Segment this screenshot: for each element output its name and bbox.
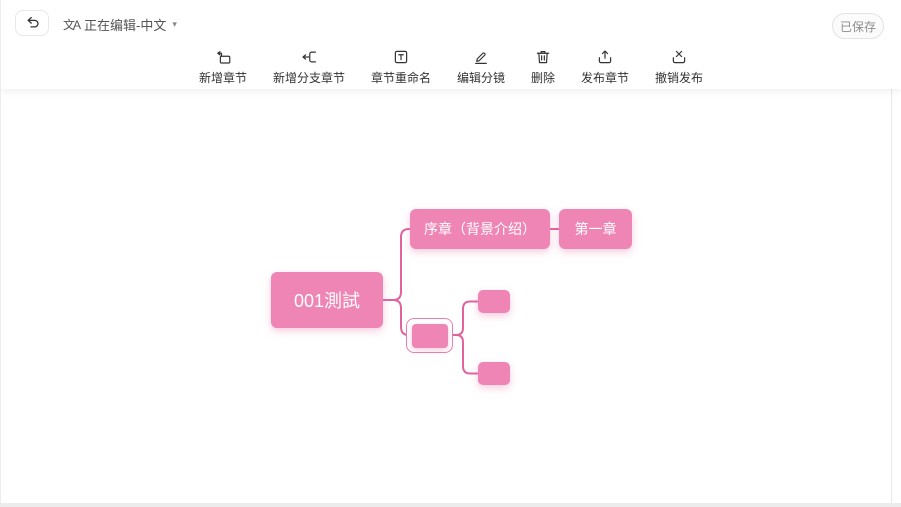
toolbar-item-add-branch-chapter[interactable]: 新增分支章节 (273, 48, 345, 86)
toolbar-item-edit-storyboard[interactable]: 编辑分镜 (457, 48, 505, 86)
toolbar-label: 章节重命名 (370, 71, 431, 85)
edit-storyboard-icon (472, 48, 490, 66)
toolbar-label: 编辑分镜 (456, 71, 505, 85)
mindmap-node-empty-body (411, 323, 448, 348)
add-chapter-icon (214, 48, 232, 66)
mindmap-node-child2[interactable] (478, 362, 510, 385)
toolbar-item-rename-chapter[interactable]: 章节重命名 (371, 48, 431, 86)
toolbar-item-publish-chapter[interactable]: 发布章节 (581, 48, 629, 86)
toolbar-item-unpublish[interactable]: 撤销发布 (655, 48, 703, 86)
mindmap-node-empty-selected[interactable] (406, 318, 453, 353)
translate-icon: 文A (63, 17, 81, 32)
language-selector[interactable]: 文A 正在编辑-中文 ▾ (63, 14, 177, 34)
canvas-right-border (891, 89, 892, 507)
edge-empty-to-child1 (452, 300, 479, 336)
mindmap-node-root[interactable]: 001測試 (271, 272, 383, 328)
editing-language-label: 正在编辑-中文 (84, 17, 167, 33)
saved-button[interactable]: 已保存 (832, 13, 884, 39)
undo-icon (25, 15, 40, 31)
toolbar-item-delete[interactable]: 删除 (531, 48, 555, 86)
mindmap-connectors (382, 228, 560, 375)
delete-icon (534, 48, 552, 66)
unpublish-icon (670, 48, 688, 66)
header: 文A 正在编辑-中文 ▾ 已保存 新增章节 (1, 0, 901, 89)
mindmap-node-chapter1[interactable]: 第一章 (559, 209, 632, 249)
edge-empty-to-child2 (452, 334, 479, 375)
rename-chapter-icon (392, 48, 410, 66)
toolbar-item-add-chapter[interactable]: 新增章节 (199, 48, 247, 86)
toolbar-label: 新增章节 (198, 71, 247, 85)
toolbar-label: 新增分支章节 (272, 71, 345, 85)
back-button[interactable] (15, 10, 49, 36)
toolbar-label: 发布章节 (581, 71, 630, 85)
toolbar-label: 撤销发布 (655, 71, 704, 85)
mindmap-canvas[interactable]: 001測試 序章（背景介绍） 第一章 (1, 89, 901, 507)
mindmap-node-child1[interactable] (478, 290, 510, 313)
toolbar: 新增章节 新增分支章节 (1, 48, 901, 86)
horizontal-scrollbar[interactable] (1, 503, 901, 507)
mindmap-node-prologue[interactable]: 序章（背景介绍） (410, 209, 550, 249)
add-branch-chapter-icon (300, 48, 318, 66)
edge-root-to-prologue (382, 228, 411, 301)
toolbar-label: 删除 (531, 71, 556, 85)
publish-chapter-icon (596, 48, 614, 66)
edge-root-to-empty-node (382, 299, 410, 336)
chevron-down-icon: ▾ (172, 18, 177, 29)
